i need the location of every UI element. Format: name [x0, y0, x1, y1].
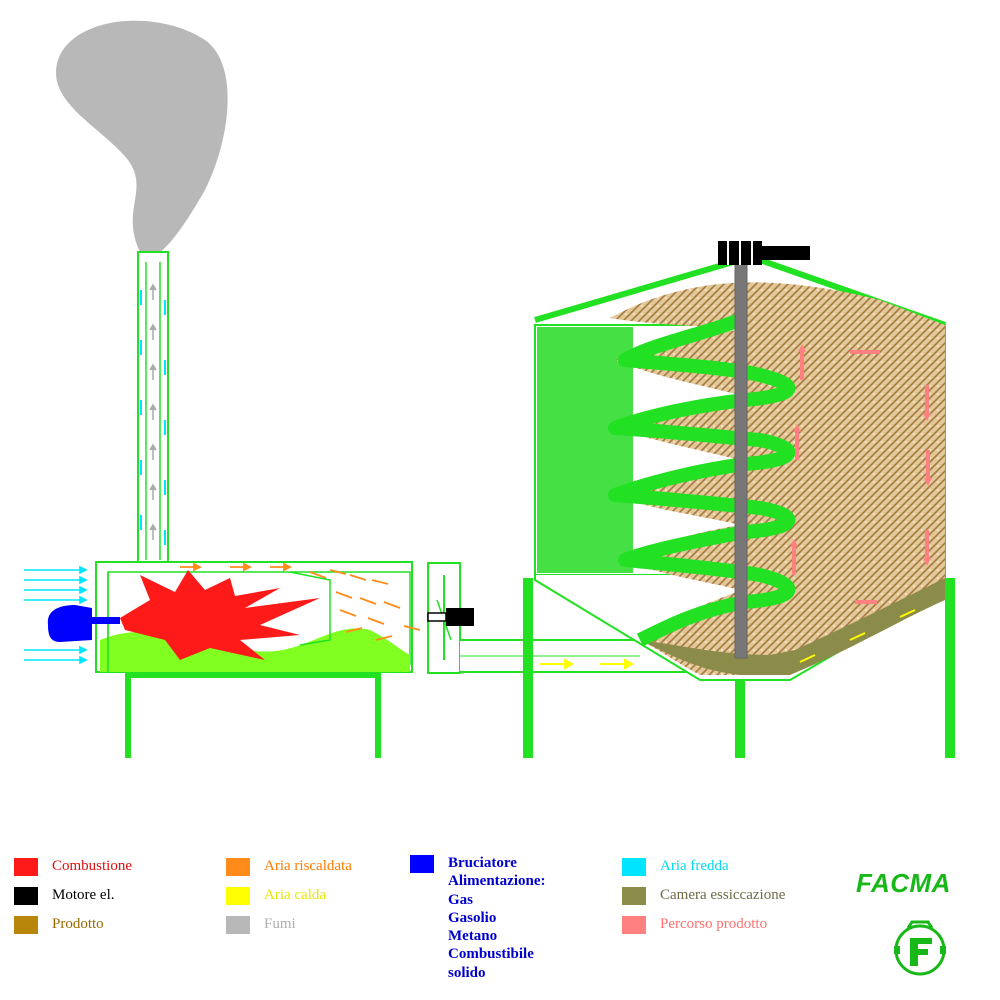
combustion-swatch: [14, 857, 38, 876]
legend-label: Prodotto: [52, 916, 104, 932]
legend-item-smoke: Fumi: [226, 910, 352, 939]
cold-air-inlet-arrows: [24, 565, 88, 665]
product-path-swatch: [622, 915, 646, 934]
drying-chamber-swatch: [622, 886, 646, 905]
burner-line: Combustibile: [448, 946, 534, 963]
legend-label: Combustione: [52, 858, 133, 874]
warm-air-arrows: [540, 658, 635, 670]
legend-column-2: Aria riscaldata Aria calda Fumi: [226, 852, 352, 939]
burner-line: Gasolio: [448, 909, 497, 926]
dryer-legs: [523, 578, 955, 758]
top-motor: [718, 241, 810, 265]
legend-item-warm-air: Aria calda: [226, 881, 352, 910]
smoke-arrows: [149, 283, 157, 540]
burner-swatch: [410, 855, 434, 873]
burner-line: Metano: [448, 928, 498, 945]
product-swatch: [14, 915, 38, 934]
legend-label: Aria riscaldata: [264, 858, 352, 874]
furnace-baffle: [289, 571, 331, 646]
cold-air-swatch: [622, 857, 646, 876]
brand-name: FACMA: [856, 868, 951, 898]
screw-conveyor: [608, 257, 796, 659]
smoke-swatch: [226, 915, 250, 934]
legend-item-heated-air: Aria riscaldata: [226, 852, 352, 881]
legend-item-motor: Motore el.: [14, 881, 132, 910]
product-mass: [610, 282, 945, 675]
chimney: [137, 251, 169, 563]
legend-item-product: Prodotto: [14, 910, 132, 939]
legend-label: Percorso prodotto: [660, 916, 768, 932]
legend-column-4: Aria fredda Camera essiccazione Percorso…: [622, 852, 785, 939]
burner-line: Bruciatore: [448, 855, 517, 871]
warm-air-swatch: [226, 886, 250, 905]
legend-item-burner: Bruciatore Alimentazione: Gas Gasolio Me…: [410, 852, 545, 982]
product-path-arrows: [790, 344, 932, 604]
legend-item-combustion: Combustione: [14, 852, 132, 881]
furnace-legs: [125, 672, 381, 758]
dryer-diagram: [24, 20, 955, 758]
heated-air-swatch: [226, 857, 250, 876]
legend-label: Motore el.: [52, 887, 115, 903]
legend-column-3: Bruciatore Alimentazione: Gas Gasolio Me…: [410, 852, 545, 982]
burner: [47, 605, 120, 642]
legend-label: Aria fredda: [660, 858, 729, 874]
burner-line: solido: [448, 964, 486, 981]
legend-column-1: Combustione Motore el. Prodotto: [14, 852, 132, 939]
legend-item-product-path: Percorso prodotto: [622, 910, 785, 939]
brand-logo-icon: [894, 920, 946, 976]
burner-description: Bruciatore Alimentazione: Gas Gasolio Me…: [448, 854, 545, 982]
legend-label: Camera essiccazione: [660, 887, 786, 903]
legend-item-cold-air: Aria fredda: [622, 852, 785, 881]
smoke-plume: [55, 20, 228, 252]
burner-line: Gas: [448, 891, 474, 908]
chimney-cold-air-arrows: [140, 290, 166, 545]
legend-label: Aria calda: [264, 887, 327, 903]
burner-line: Alimentazione:: [448, 873, 546, 890]
flame: [120, 570, 320, 660]
legend-item-drying-chamber: Camera essiccazione: [622, 881, 785, 910]
drying-chamber-floor: [640, 578, 945, 675]
fan-motor: [427, 608, 474, 626]
legend-label: Fumi: [264, 916, 296, 932]
motor-swatch: [14, 886, 38, 905]
chamber-warm-air-arrows: [799, 609, 916, 663]
